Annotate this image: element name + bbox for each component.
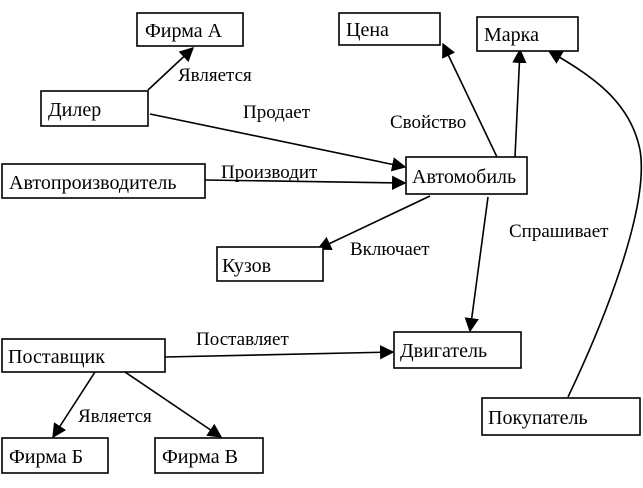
node-engine: Двигатель xyxy=(393,331,522,369)
node-body-label: Кузов xyxy=(222,255,271,277)
node-firm-v: Фирма В xyxy=(154,437,264,474)
edge-dealer-firm-a xyxy=(147,47,195,91)
node-firm-b-label: Фирма Б xyxy=(9,446,83,468)
node-firm-b: Фирма Б xyxy=(1,437,109,474)
edge-manufacturer-car xyxy=(204,175,407,191)
edge-label-manufacturer-produces: Производит xyxy=(221,162,318,183)
edge-label-car-property: Свойство xyxy=(390,112,466,133)
edge-label-supplier-is: Является xyxy=(78,406,152,427)
edge-supplier-firm-v xyxy=(124,371,223,438)
node-brand-label: Марка xyxy=(484,24,539,46)
node-dealer-label: Дилер xyxy=(48,99,101,121)
edge-car-engine xyxy=(464,196,489,333)
node-manufacturer-label: Автопроизводитель xyxy=(9,172,177,194)
edge-car-price xyxy=(442,42,498,158)
node-price-label: Цена xyxy=(346,19,389,41)
node-firm-v-label: Фирма В xyxy=(162,446,238,468)
node-dealer: Дилер xyxy=(40,90,149,127)
node-buyer-label: Покупатель xyxy=(488,407,588,429)
node-manufacturer: Автопроизводитель xyxy=(1,163,206,199)
node-buyer: Покупатель xyxy=(481,397,641,436)
node-price: Цена xyxy=(338,12,441,46)
edge-label-dealer-sells: Продает xyxy=(243,102,311,123)
edge-supplier-firm-b xyxy=(52,371,96,439)
node-supplier: Поставщик xyxy=(1,338,166,373)
node-engine-label: Двигатель xyxy=(400,340,487,362)
edge-label-buyer-asks: Спрашивает xyxy=(509,221,609,242)
node-firm-a-label: Фирма А xyxy=(145,20,223,42)
edge-label-supplier-supplies: Поставляет xyxy=(196,329,289,350)
node-brand: Марка xyxy=(476,16,579,52)
node-body: Кузов xyxy=(216,246,324,282)
edge-car-body xyxy=(316,195,431,250)
edge-supplier-engine xyxy=(164,345,395,360)
node-firm-a: Фирма А xyxy=(136,12,244,47)
edge-label-car-includes: Включает xyxy=(350,239,430,260)
node-car-label: Автомобиль xyxy=(412,166,516,188)
edge-buyer-brand xyxy=(547,50,642,398)
edge-car-brand xyxy=(512,48,527,158)
node-supplier-label: Поставщик xyxy=(8,346,105,368)
edge-dealer-car xyxy=(149,113,407,172)
node-car: Автомобиль xyxy=(405,156,528,195)
edge-label-dealer-is: Является xyxy=(178,65,252,86)
